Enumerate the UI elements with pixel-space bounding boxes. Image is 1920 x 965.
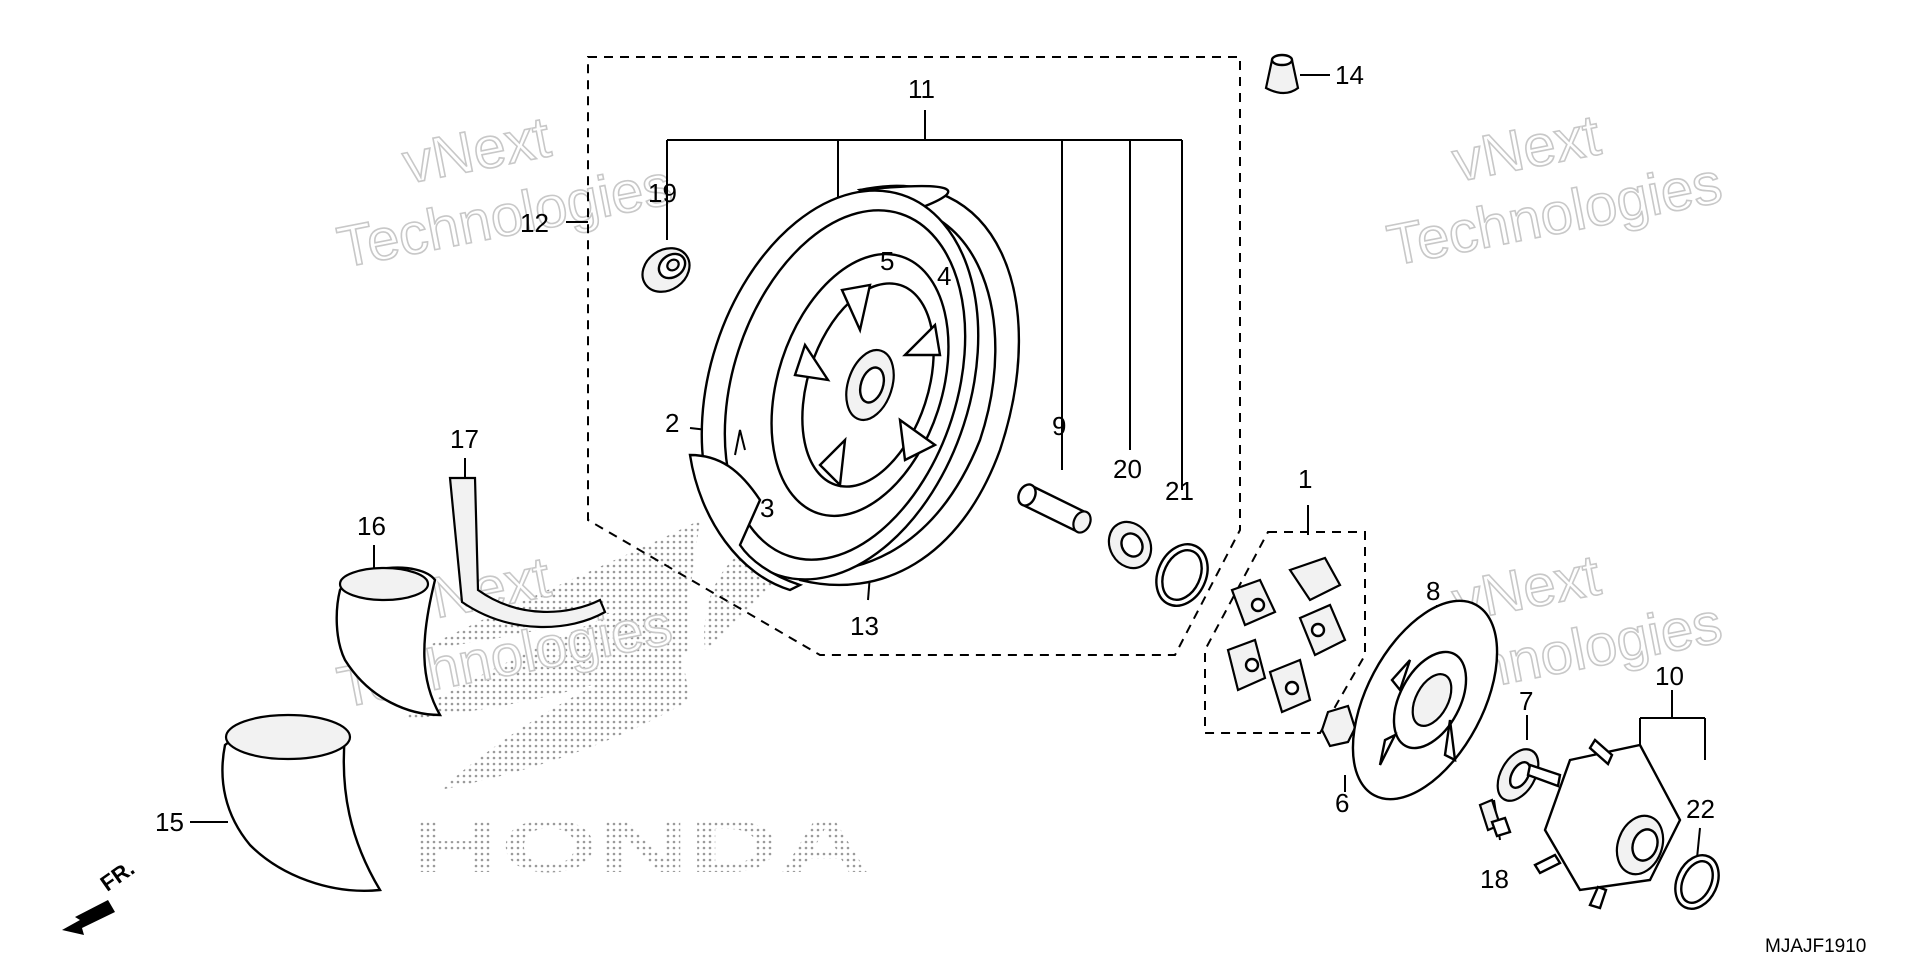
watermark-left-top: vNext Technologies: [332, 104, 678, 282]
direction-label: FR.: [96, 855, 139, 896]
callout-9: 9: [1052, 411, 1066, 441]
watermark-right-top: vNext Technologies: [1381, 102, 1727, 280]
callout-10: 10: [1655, 661, 1684, 691]
callout-8: 8: [1426, 576, 1440, 606]
o-ring-21-part: [1155, 543, 1209, 607]
bolt-18-part: [1478, 798, 1512, 838]
honda-wing-logo: HONDA: [400, 520, 870, 888]
left-bearing-part: [641, 247, 691, 293]
drive-plate-part: [1351, 599, 1499, 801]
callout-16: 16: [357, 511, 386, 541]
o-ring-22-part: [1674, 854, 1720, 910]
callout-2: 2: [665, 408, 679, 438]
hub-flange-part: [1526, 738, 1682, 910]
damper-rubbers-part: [1226, 556, 1347, 714]
callout-5: 5: [880, 246, 894, 276]
right-bearing-part: [1107, 520, 1153, 570]
callout-1: 1: [1298, 464, 1312, 494]
callout-19: 19: [648, 178, 677, 208]
callout-18: 18: [1480, 864, 1509, 894]
callout-labels: 1 2 3 4 5 6 7 8 9 10 11 12 13 14 15 16 1…: [155, 60, 1715, 894]
callout-17: 17: [450, 424, 479, 454]
mudguard-15-part: [221, 713, 383, 892]
mudguard-16-part: [335, 566, 443, 717]
callout-15: 15: [155, 807, 184, 837]
callout-6: 6: [1335, 788, 1349, 818]
callout-13: 13: [850, 611, 879, 641]
diagram-code: MJAJF1910: [1765, 936, 1866, 957]
rear-wheel-part: [688, 184, 1020, 592]
callout-20: 20: [1113, 454, 1142, 484]
callout-7: 7: [1519, 686, 1533, 716]
callout-12: 12: [520, 208, 549, 238]
damper-assembly-boundary: [1204, 531, 1366, 734]
callout-4: 4: [937, 261, 951, 291]
nut-6-part: [1320, 704, 1357, 748]
callout-21: 21: [1165, 476, 1194, 506]
honda-brand-text: HONDA: [410, 805, 870, 888]
callout-3: 3: [760, 493, 774, 523]
callout-11: 11: [908, 74, 935, 104]
valve-cap-part: [1264, 53, 1300, 95]
wheel-assembly-boundary: [587, 56, 1241, 656]
washer-7-part: [1496, 748, 1540, 802]
front-direction-arrow: FR.: [62, 855, 139, 935]
callout-14: 14: [1335, 60, 1364, 90]
strip-17-part: [448, 476, 607, 629]
callout-22: 22: [1686, 794, 1715, 824]
wheel-collar-part: [1017, 483, 1092, 534]
